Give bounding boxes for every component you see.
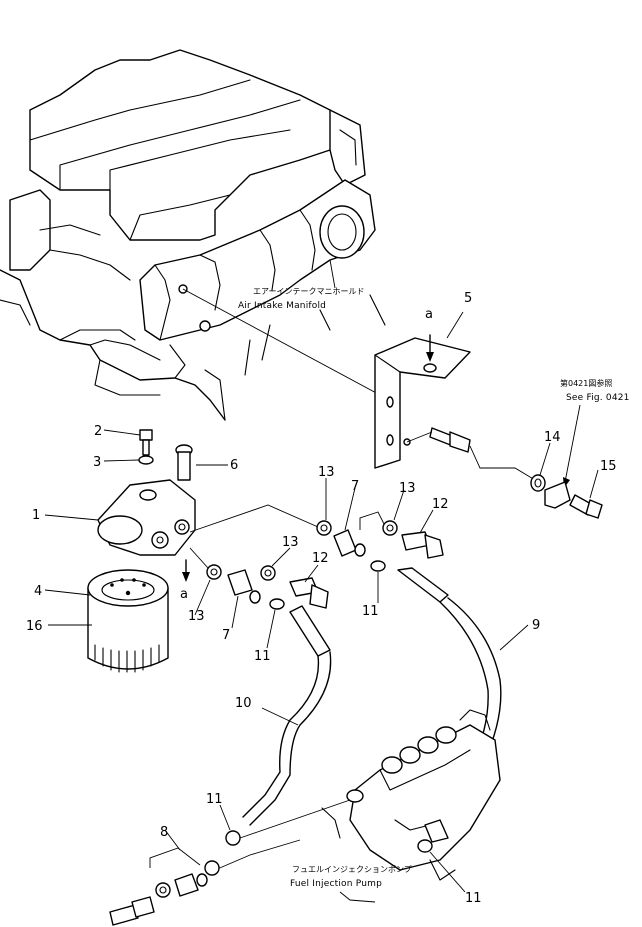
fuel-pump-caption-jp: フュエルインジェクションポンプ [292, 865, 412, 874]
fuel-filter [87, 569, 169, 673]
upper-fitting-axis [189, 504, 319, 533]
callout-13-d: 13 [188, 609, 205, 624]
callout-3: 3 [93, 455, 101, 470]
fitting-8 [109, 847, 220, 926]
view-mark-bottom: a [180, 587, 188, 602]
see-fig-caption-en: See Fig. 0421 [566, 393, 630, 403]
washer-13-lower-left [206, 564, 222, 580]
callout-10: 10 [235, 696, 252, 711]
washer-13-upper-right [382, 520, 398, 536]
clip [544, 481, 571, 509]
callout-13-b: 13 [399, 481, 416, 496]
eye-fitting-7-lower [227, 569, 253, 596]
callout-numbers: 1 2 3 4 5 6 7 7 8 9 10 11 11 11 11 12 12… [26, 291, 617, 906]
fuel-injection-pump [321, 709, 501, 881]
callout-1: 1 [32, 508, 40, 523]
fuel-pump-caption: フュエルインジェクションポンプ Fuel Injection Pump [290, 865, 412, 903]
clamp-11-upper [370, 560, 386, 572]
callout-7-upper: 7 [351, 479, 359, 494]
callout-11-pump-left: 11 [206, 792, 223, 807]
callout-13-a: 13 [318, 465, 335, 480]
callout-11-lower: 11 [254, 649, 271, 664]
washer-13-lower-right [260, 565, 276, 581]
air-intake-caption: エアーインテークマニホールド Air Intake Manifold [238, 259, 365, 311]
air-intake-caption-en: Air Intake Manifold [238, 301, 326, 311]
callout-5: 5 [464, 291, 472, 306]
filter-head-bolts [138, 429, 193, 481]
see-fig-caption: 第0421図参照 See Fig. 0421 [560, 378, 630, 488]
callout-12-lower: 12 [312, 551, 329, 566]
callout-7-lower: 7 [222, 628, 230, 643]
clamp-11-pump-right [417, 839, 433, 853]
view-mark-top: a [425, 307, 433, 322]
see-fig-caption-jp: 第0421図参照 [560, 378, 612, 388]
washer-13-upper-left [316, 520, 332, 536]
bracket-bolt [406, 427, 536, 481]
callout-14: 14 [544, 430, 561, 445]
callout-leaders [44, 311, 599, 893]
fitting8-line [214, 839, 301, 871]
hose10-to-pump-line [239, 799, 351, 839]
callout-15: 15 [600, 459, 617, 474]
clamp-11-lower [269, 598, 285, 610]
air-intake-manifold [139, 179, 386, 376]
callout-11-pump-right: 11 [465, 891, 482, 906]
clamp-11-pump-left [225, 830, 241, 846]
air-intake-caption-jp: エアーインテークマニホールド [253, 287, 365, 296]
callout-12-upper: 12 [432, 497, 449, 512]
hose-10 [242, 605, 332, 826]
clip-assembly [530, 474, 603, 519]
bracket: a [374, 307, 471, 469]
callout-6: 6 [230, 458, 238, 473]
callout-13-c: 13 [282, 535, 299, 550]
manifold-to-bracket-line [182, 288, 381, 396]
callout-8: 8 [160, 825, 168, 840]
callout-2: 2 [94, 424, 102, 439]
filter-head: a [97, 479, 196, 602]
eye-fitting-7-upper [333, 529, 357, 557]
callout-4: 4 [34, 584, 42, 599]
callout-16: 16 [26, 619, 43, 634]
callout-11-upper: 11 [362, 604, 379, 619]
clip-washer [530, 474, 546, 492]
engine-block [0, 49, 366, 421]
callout-9: 9 [532, 618, 540, 633]
lower-fitting-axis [189, 547, 209, 569]
fuel-pump-caption-en: Fuel Injection Pump [290, 879, 382, 889]
